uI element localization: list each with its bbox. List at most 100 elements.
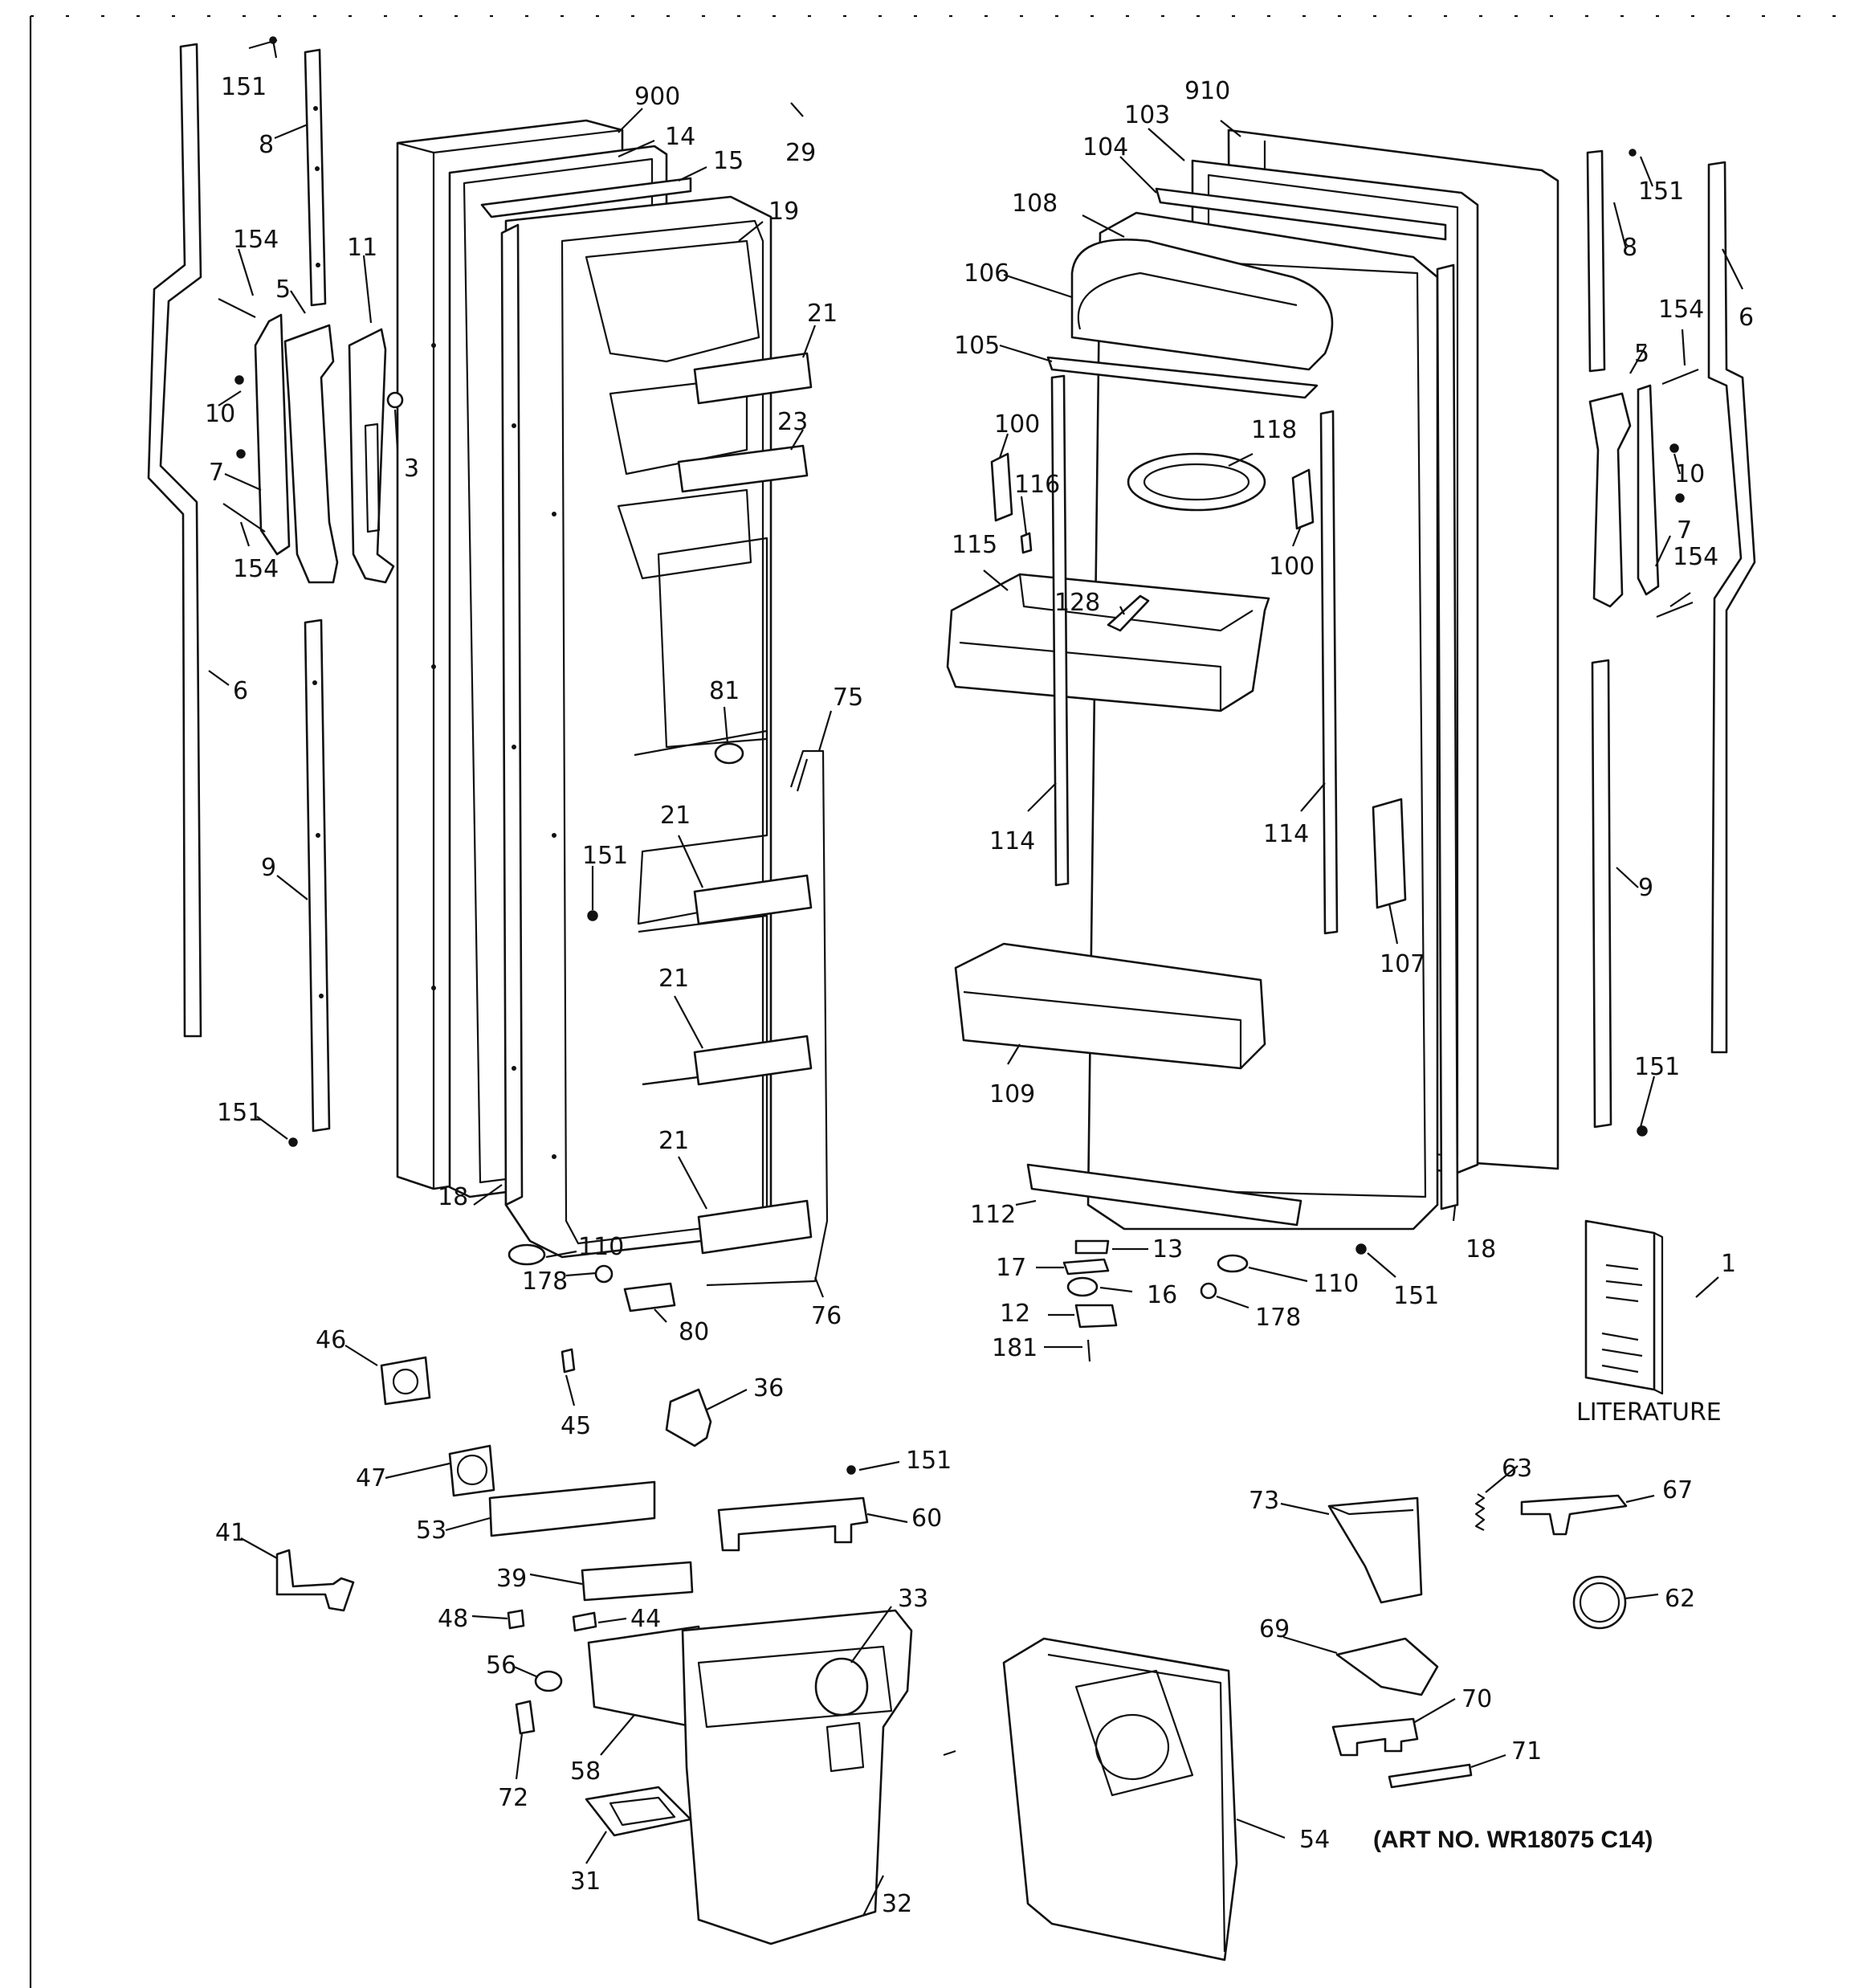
mounting-bar-9b	[1591, 659, 1612, 1129]
nut-178a	[594, 1264, 614, 1284]
handle-5b	[1588, 392, 1632, 608]
callout-71: 71	[1511, 1737, 1542, 1766]
callout-109: 109	[989, 1080, 1035, 1108]
callout-21: 21	[807, 300, 838, 328]
divider-128	[1107, 594, 1150, 632]
dispenser-chute-parts	[1002, 1493, 1628, 1961]
lever-41	[275, 1549, 355, 1612]
dispenser-panel-54	[1002, 1637, 1238, 1961]
callout-151: 151	[582, 842, 628, 870]
callout-151: 151	[1393, 1282, 1439, 1310]
freezer-misc-parts	[508, 1243, 676, 1312]
dispenser-parts	[275, 1348, 913, 1945]
control-board-39	[581, 1561, 694, 1602]
hinge-12	[1074, 1304, 1118, 1329]
callout-56: 56	[486, 1651, 516, 1680]
callout-54: 54	[1299, 1826, 1330, 1854]
literature-label: LITERATURE	[1576, 1398, 1722, 1427]
callout-80: 80	[679, 1318, 709, 1346]
callout-128: 128	[1054, 589, 1100, 617]
callout-105: 105	[954, 332, 1000, 360]
callout-178: 178	[522, 1268, 568, 1296]
callout-3: 3	[404, 455, 419, 483]
side-rail-114a	[1050, 374, 1070, 887]
callout-46: 46	[316, 1326, 346, 1354]
callout-10: 10	[205, 400, 235, 428]
bracket-36	[665, 1388, 712, 1447]
callout-48: 48	[438, 1605, 468, 1633]
callout-9: 9	[1638, 874, 1653, 902]
callout-6: 6	[233, 677, 248, 705]
leader-lines	[208, 39, 1743, 1917]
cap-110b	[1217, 1254, 1249, 1273]
callout-67: 67	[1662, 1476, 1693, 1504]
door-shelf-21b	[693, 874, 813, 925]
liner-trim-strip-18b	[1436, 263, 1459, 1210]
callout-12: 12	[1000, 1300, 1030, 1328]
funnel-73	[1327, 1496, 1423, 1604]
bushing-16	[1066, 1276, 1099, 1297]
clip-45	[561, 1348, 576, 1374]
switch-72	[515, 1700, 536, 1735]
callout-73: 73	[1249, 1487, 1279, 1515]
art-number: (ART NO. WR18075 C14)	[1373, 1827, 1653, 1853]
handle-insert-7b	[1637, 384, 1660, 596]
callout-21: 21	[660, 802, 691, 830]
callout-81: 81	[709, 677, 740, 705]
callout-76: 76	[811, 1302, 842, 1330]
callout-18: 18	[438, 1183, 468, 1211]
callout-110: 110	[578, 1233, 624, 1261]
grommet-56	[534, 1670, 563, 1692]
callout-60: 60	[911, 1504, 942, 1533]
callout-7: 7	[1677, 516, 1692, 545]
callout-47: 47	[356, 1464, 386, 1492]
callout-19: 19	[768, 198, 799, 226]
knob-46	[380, 1356, 431, 1406]
callout-75: 75	[833, 684, 863, 712]
callout-151: 151	[1634, 1053, 1680, 1081]
callout-31: 31	[570, 1868, 601, 1896]
freezer-door-liner	[504, 195, 773, 1259]
door-shelf-23	[677, 444, 809, 493]
callout-151: 151	[221, 73, 267, 101]
callout-13: 13	[1152, 1235, 1183, 1263]
drip-tray-31	[585, 1786, 692, 1837]
callout-23: 23	[777, 408, 808, 436]
ring-62	[1572, 1575, 1627, 1630]
callout-8: 8	[259, 131, 274, 159]
liner-trim-strip-18a	[500, 223, 524, 1206]
callout-6: 6	[1739, 304, 1754, 332]
callout-1: 1	[1721, 1250, 1736, 1278]
callout-58: 58	[570, 1757, 601, 1786]
callout-151: 151	[906, 1447, 952, 1475]
callout-11: 11	[347, 234, 377, 262]
fresh-food-door-assembly	[946, 129, 1559, 1362]
door-bin-115	[946, 573, 1270, 712]
nut-178b	[1200, 1282, 1217, 1300]
callout-106: 106	[964, 259, 1009, 288]
callout-72: 72	[498, 1784, 528, 1812]
callout-33: 33	[898, 1585, 928, 1613]
shim-17	[1062, 1258, 1110, 1276]
callout-108: 108	[1012, 190, 1058, 218]
callout-9: 9	[261, 854, 276, 882]
callout-100: 100	[994, 410, 1040, 439]
handle-insert-7a	[254, 313, 291, 556]
panel-107	[1372, 798, 1407, 909]
callout-154: 154	[233, 226, 279, 254]
callout-151: 151	[217, 1099, 263, 1127]
callout-7: 7	[209, 459, 224, 487]
callout-18: 18	[1466, 1235, 1496, 1263]
callout-151: 151	[1638, 178, 1684, 206]
callout-21: 21	[658, 1127, 689, 1155]
grommet-81	[714, 742, 744, 765]
bracket-11	[348, 328, 395, 584]
bracket-70	[1331, 1717, 1419, 1757]
cap-110a	[508, 1243, 546, 1266]
pin-71	[1388, 1763, 1473, 1789]
callout-69: 69	[1259, 1615, 1290, 1643]
switch-48	[507, 1609, 525, 1630]
water-tube-75-76	[706, 749, 829, 1287]
housing-47	[448, 1444, 495, 1497]
